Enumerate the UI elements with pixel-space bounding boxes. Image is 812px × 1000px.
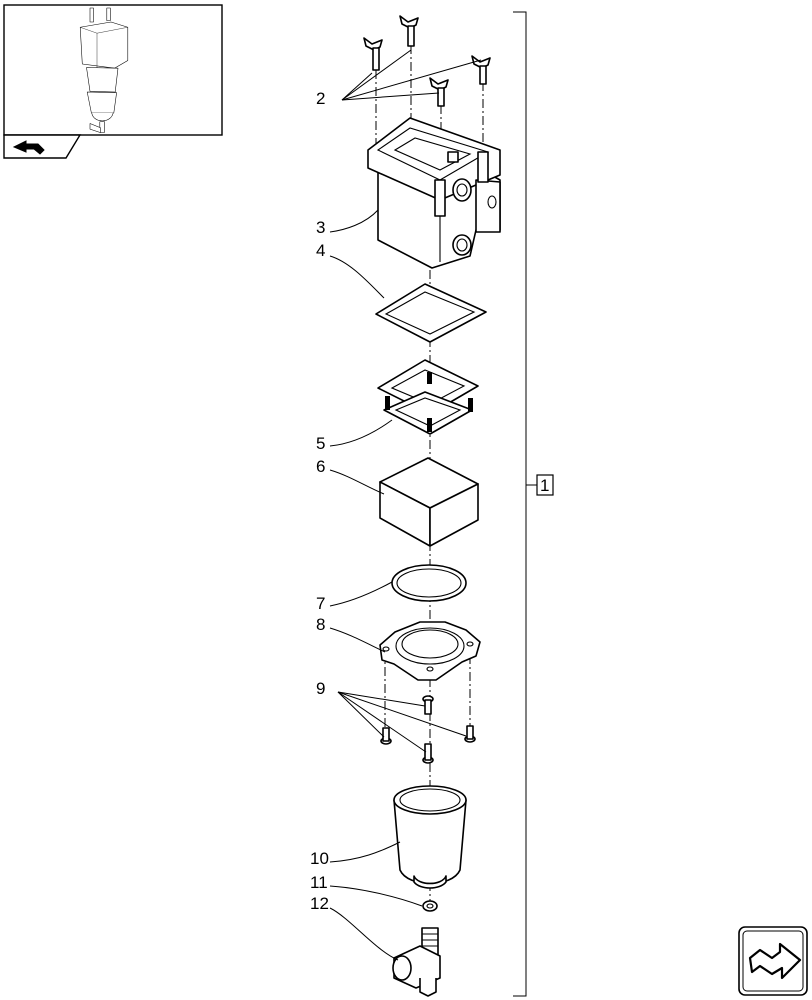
callout-10[interactable]: 10 xyxy=(310,849,329,868)
callout-11[interactable]: 11 xyxy=(310,873,328,892)
assembly-thumbnail[interactable] xyxy=(3,4,223,159)
part-3-filter-head xyxy=(367,117,501,269)
wing-screw xyxy=(399,15,419,47)
wing-screw xyxy=(363,37,383,71)
callout-7[interactable]: 7 xyxy=(316,594,325,613)
part-11-seal-ring xyxy=(422,900,438,912)
part-9-screws xyxy=(380,695,476,764)
forward-arrow-icon xyxy=(748,942,802,980)
callout-1[interactable]: 1 xyxy=(540,476,549,495)
screw xyxy=(380,727,392,745)
screw xyxy=(464,725,476,743)
callout-12[interactable]: 12 xyxy=(310,894,329,913)
wing-screw xyxy=(471,55,491,85)
callout-2[interactable]: 2 xyxy=(316,89,325,108)
part-2-wing-screws xyxy=(363,15,491,107)
callout-6[interactable]: 6 xyxy=(316,457,325,476)
part-5-support-frame xyxy=(377,359,479,435)
screw xyxy=(422,695,434,715)
callout-9[interactable]: 9 xyxy=(316,679,325,698)
leader-lines xyxy=(329,49,482,961)
part-12-drain-valve xyxy=(392,927,441,997)
callout-4[interactable]: 4 xyxy=(316,241,325,260)
part-8-retaining-flange xyxy=(379,621,481,681)
back-arrow-icon[interactable] xyxy=(12,140,45,155)
part-6-filter-element xyxy=(379,457,479,547)
screw xyxy=(422,743,434,764)
assembly-bracket xyxy=(513,11,554,997)
part-7-o-ring xyxy=(391,564,467,602)
thumbnail-assembly-drawing xyxy=(79,7,129,133)
callout-3[interactable]: 3 xyxy=(316,218,325,237)
next-page-button[interactable] xyxy=(738,926,808,996)
part-10-bowl xyxy=(393,785,467,889)
callout-5[interactable]: 5 xyxy=(316,434,325,453)
part-4-square-gasket xyxy=(375,283,487,343)
callout-labels: 1 2 3 4 5 6 7 8 9 10 11 12 xyxy=(310,89,549,913)
callout-8[interactable]: 8 xyxy=(316,615,325,634)
wing-screw xyxy=(429,77,449,107)
